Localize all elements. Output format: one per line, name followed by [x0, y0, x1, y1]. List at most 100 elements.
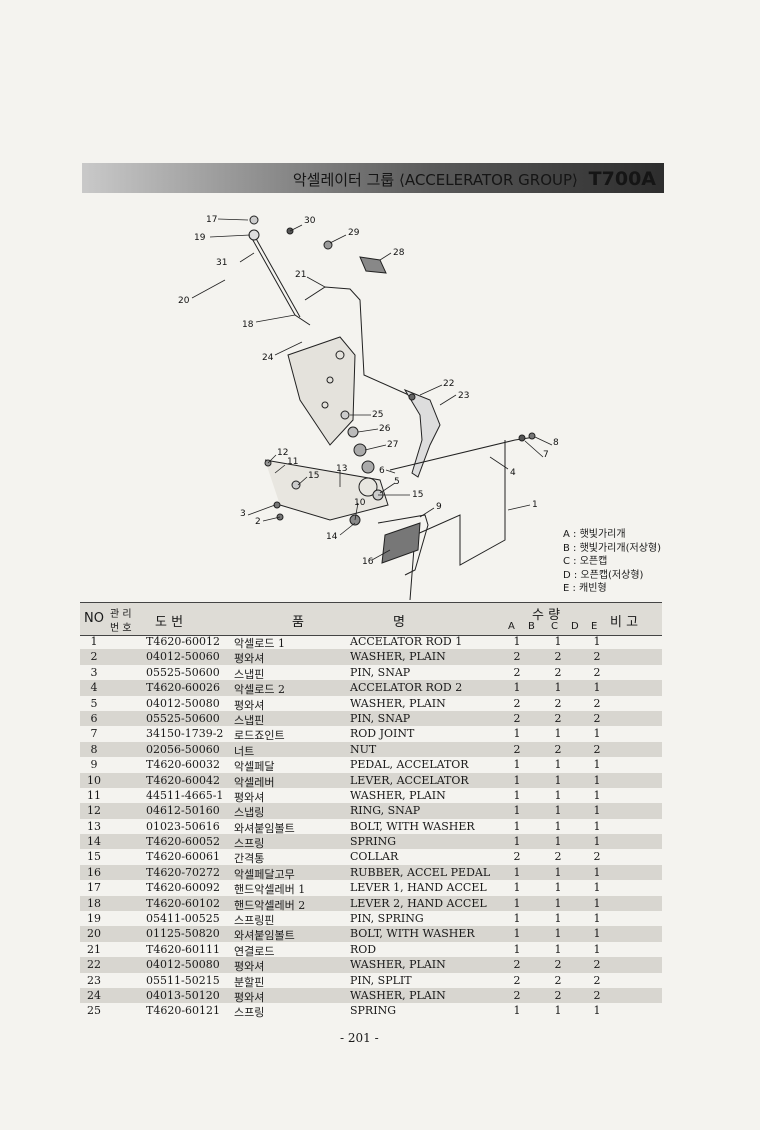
header-part-name-2: 명 [393, 615, 405, 630]
cell-e: 2 [593, 696, 601, 710]
cell-c: 1 [554, 835, 562, 849]
callout: 26 [379, 424, 391, 434]
callout: 6 [379, 466, 385, 476]
cell-e: 1 [593, 1004, 601, 1018]
cell-e: 2 [593, 742, 601, 756]
cell-c: 2 [554, 711, 562, 725]
cell-a: 1 [513, 896, 521, 910]
cell-kr: 평와셔 [234, 960, 265, 974]
cell-a: 1 [513, 804, 521, 818]
cell-kr: 스냅핀 [234, 667, 265, 681]
cell-en: SPRING [350, 1004, 396, 1018]
cell-en: ACCELATOR ROD 1 [350, 635, 463, 648]
cell-e: 1 [593, 927, 601, 941]
cell-c: 1 [554, 1004, 562, 1018]
header-no: NO [84, 611, 104, 626]
legend-item: E : 캐빈형 [563, 583, 607, 594]
cell-c: 2 [554, 958, 562, 972]
cell-c: 1 [554, 819, 562, 833]
cell-c: 1 [554, 681, 562, 695]
cell-kr: 평와셔 [234, 652, 265, 666]
lever-pivot [248, 229, 260, 241]
page-title: 악셀레이터 그룹 ⟨ACCELERATOR GROUP⟩ T700A [293, 168, 656, 190]
cell-en: WASHER, PLAIN [350, 958, 446, 972]
cell-no: 9 [90, 758, 98, 772]
header-qty-d: D [571, 621, 579, 632]
cell-kr: 너트 [234, 744, 255, 758]
cell-a: 2 [513, 711, 521, 725]
cell-en: BOLT, WITH WASHER [350, 927, 475, 941]
cell-e: 1 [593, 681, 601, 695]
cell-en: NUT [350, 742, 377, 756]
cell-part: T4620-60102 [146, 896, 221, 910]
header-part-name-1: 품 [292, 615, 304, 630]
callout: 27 [387, 440, 398, 450]
cell-kr: 핸드악셀레버 2 [234, 898, 306, 912]
cell-a: 2 [513, 850, 521, 864]
cell-c: 1 [554, 912, 562, 926]
callout: 14 [326, 532, 338, 542]
cell-e: 1 [593, 727, 601, 741]
cell-c: 1 [554, 927, 562, 941]
cell-e: 1 [593, 912, 601, 926]
cell-part: 05525-50600 [146, 711, 220, 725]
cell-c: 1 [554, 896, 562, 910]
cell-no: 13 [87, 819, 101, 833]
callout: 30 [304, 216, 316, 226]
cell-part: 01125-50820 [146, 927, 220, 941]
cell-en: ROD [350, 942, 377, 956]
title-bar: 악셀레이터 그룹 ⟨ACCELERATOR GROUP⟩ T700A [82, 163, 664, 193]
cell-part: 04012-50080 [146, 958, 220, 972]
cell-e: 1 [593, 758, 601, 772]
callout: 28 [393, 248, 405, 258]
cell-kr: 연결로드 [234, 944, 275, 958]
cell-a: 1 [513, 881, 521, 895]
cell-en: PIN, SNAP [350, 711, 411, 725]
cell-e: 1 [593, 635, 601, 648]
cell-a: 1 [513, 1004, 521, 1018]
cell-part: T4620-60052 [146, 835, 221, 849]
callout: 13 [336, 464, 347, 474]
header-qty-b: B [528, 621, 535, 632]
cell-no: 12 [87, 804, 101, 818]
cell-c: 1 [554, 758, 562, 772]
header-remarks: 비 고 [610, 615, 639, 630]
cell-c: 2 [554, 988, 562, 1002]
cell-e: 1 [593, 881, 601, 895]
callout: 3 [240, 509, 246, 519]
header-qty-a: A [508, 621, 515, 632]
cell-part: 34150-1739-2 [146, 727, 224, 741]
callout: 31 [216, 258, 227, 268]
cell-part: T4620-60111 [146, 942, 221, 956]
cell-en: COLLAR [350, 850, 399, 864]
cell-kr: 핸드악셀레버 1 [234, 883, 306, 897]
cell-en: LEVER 1, HAND ACCEL [350, 881, 487, 895]
cell-en: WASHER, PLAIN [350, 988, 446, 1002]
cell-kr: 와셔붙임볼트 [234, 929, 295, 943]
cell-part: T4620-60061 [146, 850, 221, 864]
cell-a: 1 [513, 927, 521, 941]
cell-kr: 악셀페달고무 [234, 867, 295, 881]
cell-a: 1 [513, 727, 521, 741]
cell-kr: 간격통 [234, 852, 265, 866]
model-name: T700A [588, 168, 656, 190]
cell-a: 2 [513, 696, 521, 710]
pedal-arm [377, 514, 429, 576]
legend-item: B : 햇빛가리개(저상형) [563, 542, 661, 554]
cell-no: 1 [90, 635, 98, 648]
cell-kr: 평와셔 [234, 990, 265, 1004]
cell-c: 2 [554, 650, 562, 664]
cell-en: ACCELATOR ROD 2 [350, 681, 463, 695]
